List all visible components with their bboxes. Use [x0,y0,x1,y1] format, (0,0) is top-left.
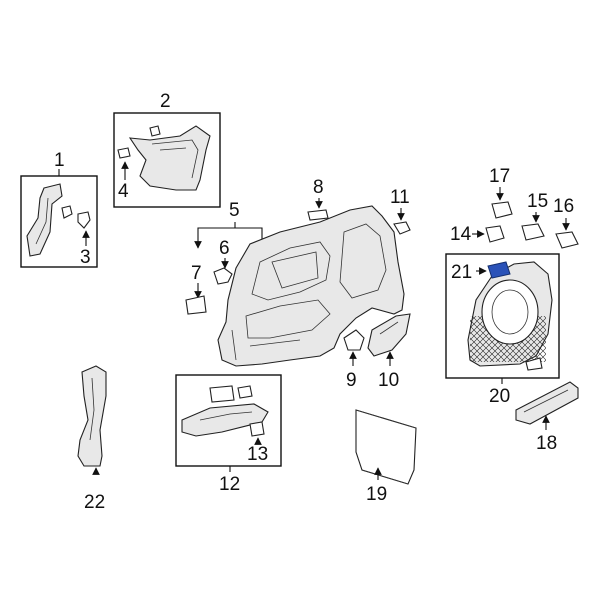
clip-4-part[interactable] [117,147,131,159]
part-group-16[interactable]: 16 [553,196,579,249]
part-group-20[interactable]: 21 20 [445,253,560,407]
trim-18-part[interactable] [515,381,579,425]
part-group-18[interactable]: 18 [515,381,579,454]
tire-well-part [481,279,539,345]
callout-15: 15 [527,191,548,212]
part-group-2[interactable]: 2 4 [113,91,221,208]
fastener-16-part[interactable] [555,231,579,249]
callout-17: 17 [489,166,510,187]
callout-19: 19 [366,484,387,505]
callout-6: 6 [219,238,230,259]
group-box-12 [175,374,282,467]
fastener-17-part[interactable] [491,201,513,219]
callout-13: 13 [247,444,268,465]
clip-8-part[interactable] [307,209,329,221]
upper-trim-part[interactable] [128,125,211,191]
callout-3: 3 [80,247,91,268]
part-group-11[interactable]: 11 [390,187,411,235]
callout-14: 14 [450,224,472,245]
callout-9: 9 [346,370,357,391]
clip-part[interactable] [61,205,73,219]
part-group-10[interactable]: 10 [367,313,411,391]
pillar-trim-part[interactable] [26,183,63,257]
part-21-highlighted[interactable] [487,261,511,279]
callout-11: 11 [390,187,410,208]
callout-8: 8 [313,177,324,198]
callout-1: 1 [54,150,65,171]
part-group-19[interactable]: 19 [355,409,417,505]
fastener-15-part[interactable] [521,223,545,241]
part-group-9[interactable]: 9 [343,329,365,391]
callout-16: 16 [553,196,574,217]
side-trim-22-part[interactable] [77,365,107,467]
part-group-17[interactable]: 17 [489,166,513,219]
fastener-14-part[interactable] [485,225,505,243]
part-group-15[interactable]: 15 [521,191,548,241]
callout-21: 21 [451,262,472,283]
callout-18: 18 [536,433,557,454]
callout-2: 2 [160,91,171,112]
callout-20: 20 [489,386,510,407]
screw-part[interactable] [149,125,161,137]
callout-7: 7 [191,263,202,284]
part-group-12[interactable]: 13 12 [175,374,282,495]
part-group-14[interactable]: 14 [450,224,505,245]
part-group-5[interactable]: 5 6 7 [185,200,405,367]
part-group-8[interactable]: 8 [307,177,329,221]
clip-6-part[interactable] [213,267,233,285]
part-group-1[interactable]: 1 3 [20,150,98,268]
clip-7-part[interactable] [185,295,207,315]
callout-12: 12 [219,474,240,495]
cargo-net-part[interactable] [355,409,417,485]
callout-10: 10 [378,370,399,391]
cover-10-part[interactable] [367,313,411,357]
group-box-2 [113,112,221,208]
clip-13-part[interactable] [249,421,265,437]
switch-12-part[interactable] [209,385,235,403]
quarter-trim-panel-part[interactable] [217,205,405,367]
callout-4: 4 [118,181,129,202]
fastener-3-part[interactable] [77,211,91,229]
hook-9-part[interactable] [343,329,365,351]
bolt-11-part[interactable] [393,221,411,235]
callout-5: 5 [229,200,240,221]
part-group-22[interactable]: 22 [77,365,107,513]
callout-22: 22 [84,492,105,513]
